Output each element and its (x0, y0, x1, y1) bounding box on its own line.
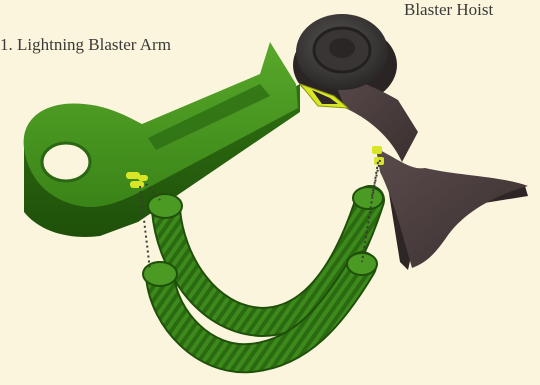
blaster-hoist-label: Blaster Hoist (404, 0, 493, 20)
blaster-hoist-part (293, 14, 528, 270)
lightning-blaster-arm-label: 1. Lightning Blaster Arm (0, 35, 171, 55)
